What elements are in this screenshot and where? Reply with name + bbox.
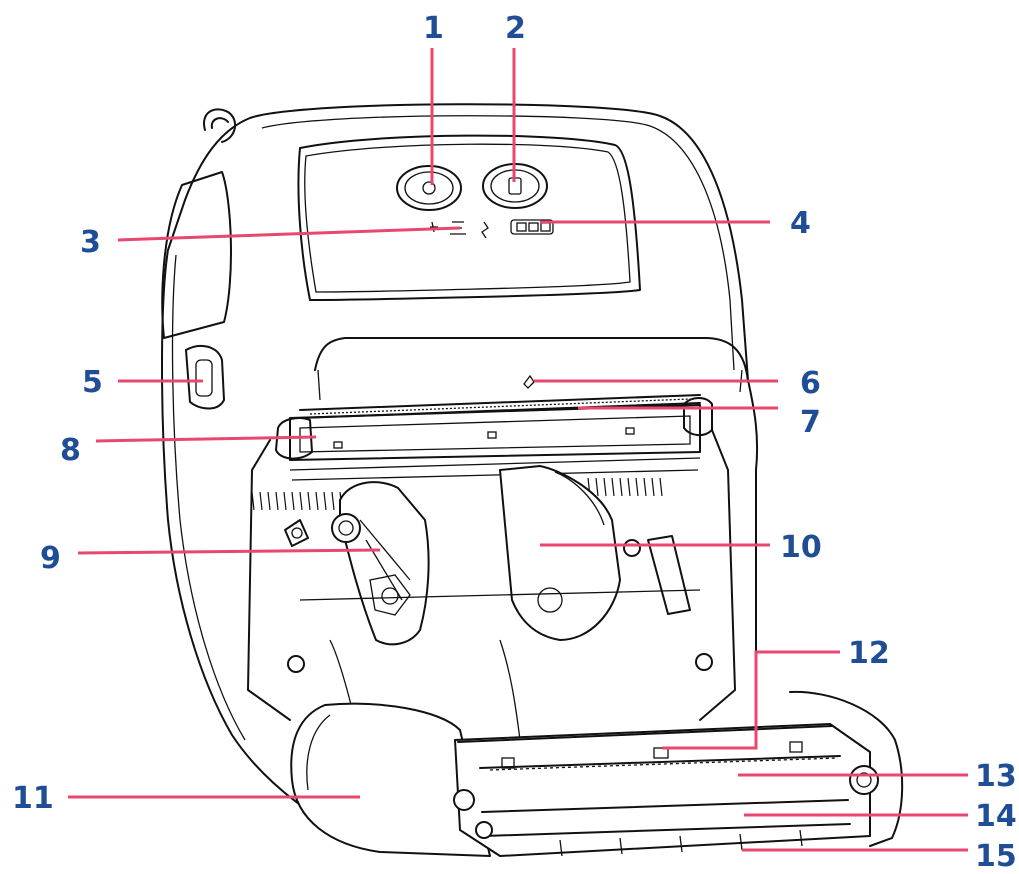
ventilation-ribs-left <box>251 491 343 511</box>
printer-illustration <box>161 103 904 857</box>
callout-1: 1 <box>423 11 444 46</box>
printer-body-outline <box>161 103 759 819</box>
side-connector-port <box>185 344 225 410</box>
callout-12: 12 <box>848 636 890 671</box>
callout-2: 2 <box>505 11 526 46</box>
leader-12 <box>662 650 840 750</box>
callout-6: 6 <box>800 366 821 401</box>
callout-8: 8 <box>60 433 81 468</box>
callout-4: 4 <box>790 206 811 241</box>
callout-9: 9 <box>40 541 61 576</box>
callout-14: 14 <box>975 799 1017 834</box>
ventilation-ribs-right <box>587 477 663 497</box>
front-cover[interactable] <box>290 702 491 857</box>
callout-numbers: 1 2 3 4 5 6 7 8 9 10 11 12 13 14 15 <box>12 11 1017 874</box>
control-panel <box>297 134 641 301</box>
callout-7: 7 <box>800 405 821 440</box>
leader-9 <box>77 548 381 555</box>
status-indicator-icons <box>430 221 489 239</box>
callout-5: 5 <box>82 365 103 400</box>
callout-15: 15 <box>975 839 1017 874</box>
platen-roller-assembly <box>453 690 904 857</box>
callout-13: 13 <box>975 759 1017 794</box>
side-grip-panel <box>161 171 232 339</box>
upper-cover-frame <box>275 397 713 461</box>
leader-lines <box>68 48 968 852</box>
paper-sensor <box>523 374 535 389</box>
callout-11: 11 <box>12 781 54 816</box>
belt-clip <box>203 108 237 143</box>
leader-8 <box>95 435 317 443</box>
leader-3 <box>117 226 461 242</box>
callout-10: 10 <box>780 530 822 565</box>
callout-3: 3 <box>80 225 101 260</box>
battery-indicator-icon <box>510 219 554 235</box>
power-button[interactable] <box>396 165 462 211</box>
left-media-holder[interactable] <box>331 481 430 646</box>
feed-button[interactable] <box>482 163 548 209</box>
